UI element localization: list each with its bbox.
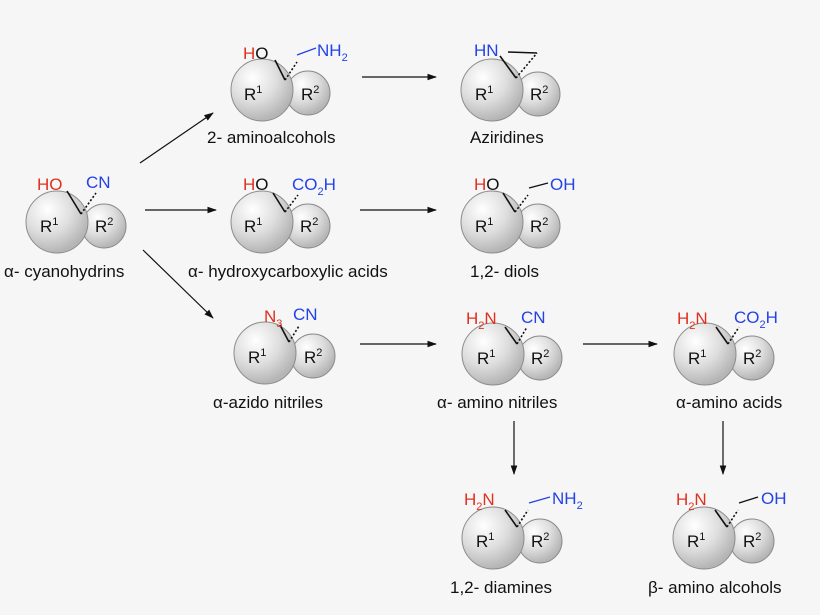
svg-text:R2: R2	[743, 348, 761, 368]
sphere-icon	[672, 506, 736, 570]
sphere-icon	[25, 190, 89, 254]
svg-text:HO: HO	[37, 175, 63, 194]
label-aminonitriles: α- amino nitriles	[437, 393, 557, 412]
label-hydroxyacids: α- hydroxycarboxylic acids	[188, 262, 388, 281]
label-diamines: 1,2- diamines	[450, 578, 552, 597]
svg-text:CN: CN	[521, 308, 546, 327]
svg-text:R1: R1	[475, 84, 493, 104]
sphere-icon	[230, 190, 294, 254]
svg-text:R2: R2	[300, 216, 318, 236]
svg-text:R1: R1	[688, 348, 706, 368]
svg-text:OH: OH	[761, 489, 787, 508]
cyanohydrins-right: CN	[86, 173, 111, 192]
label-aminoacids: α-amino acids	[676, 393, 782, 412]
sphere-icon	[461, 322, 525, 386]
svg-text:H2N: H2N	[677, 309, 708, 332]
svg-text:R2: R2	[530, 84, 548, 104]
sphere-icon	[461, 506, 525, 570]
svg-text:NH2: NH2	[552, 489, 583, 512]
svg-text:R1: R1	[244, 216, 262, 236]
compound-diamines: H2N NH2 R1 R2 1,2- diamines	[450, 489, 583, 597]
svg-text:R1: R1	[477, 348, 495, 368]
sphere-icon	[233, 321, 297, 385]
svg-text:H2N: H2N	[466, 309, 497, 332]
cyanohydrins-left: HO	[37, 175, 63, 194]
svg-text:R1: R1	[248, 347, 266, 367]
sphere-icon	[460, 190, 524, 254]
svg-text:HO: HO	[243, 175, 269, 194]
compound-diols: HO OH R1 R2 1,2- diols	[460, 175, 576, 281]
svg-text:R1: R1	[687, 531, 705, 551]
compound-hydroxyacids: HO CO2H R1 R2 α- hydroxycarboxylic acids	[188, 175, 388, 281]
svg-text:CO2H: CO2H	[292, 175, 336, 198]
label-aminoalcohols-beta: β- amino alcohols	[648, 578, 782, 597]
compound-aminoalcohols: HO NH2 R1 R2 2- aminoalcohols	[207, 41, 348, 147]
svg-text:N3: N3	[264, 307, 282, 330]
compound-cyanohydrins: HO CN R1 R2 α- cyanohydrins	[4, 173, 127, 281]
sphere-icon	[673, 322, 737, 386]
svg-text:R1: R1	[40, 216, 58, 236]
svg-text:R2: R2	[301, 84, 319, 104]
svg-text:R1: R1	[475, 216, 493, 236]
svg-text:H2N: H2N	[464, 490, 495, 513]
svg-text:H2N: H2N	[676, 490, 707, 513]
sphere-icon	[460, 58, 524, 122]
svg-text:R2: R2	[531, 531, 549, 551]
compound-aminoalcohols-beta: H2N OH R1 R2 β- amino alcohols	[648, 489, 787, 597]
compound-aziridines: HN R1 R2 Aziridines	[460, 41, 561, 147]
arrows	[139, 73, 727, 475]
svg-text:R1: R1	[476, 531, 494, 551]
sphere-icon	[230, 58, 294, 122]
svg-text:R2: R2	[95, 216, 113, 236]
svg-text:R1: R1	[244, 84, 262, 104]
label-cyanohydrins: α- cyanohydrins	[4, 262, 124, 281]
compound-aminoacids: H2N CO2H R1 R2 α-amino acids	[673, 308, 782, 412]
compound-aminonitriles: H2N CN R1 R2 α- amino nitriles	[437, 308, 563, 412]
svg-text:R2: R2	[743, 531, 761, 551]
svg-text:R2: R2	[304, 347, 322, 367]
svg-text:HO: HO	[243, 44, 269, 63]
label-diols: 1,2- diols	[470, 262, 539, 281]
label-aminoalcohols: 2- aminoalcohols	[207, 128, 336, 147]
svg-text:HN: HN	[474, 41, 499, 60]
label-azidonitriles: α-azido nitriles	[213, 393, 323, 412]
svg-text:CO2H: CO2H	[734, 308, 778, 331]
svg-text:CN: CN	[293, 305, 318, 324]
label-aziridines: Aziridines	[470, 128, 544, 147]
arrow-icon	[142, 249, 214, 319]
svg-text:OH: OH	[550, 175, 576, 194]
svg-text:R2: R2	[530, 216, 548, 236]
svg-text:HO: HO	[474, 175, 500, 194]
compound-azidonitriles: N3 CN R1 R2 α-azido nitriles	[213, 305, 336, 412]
arrow-icon	[139, 112, 214, 164]
svg-text:NH2: NH2	[317, 41, 348, 64]
svg-text:R2: R2	[531, 348, 549, 368]
